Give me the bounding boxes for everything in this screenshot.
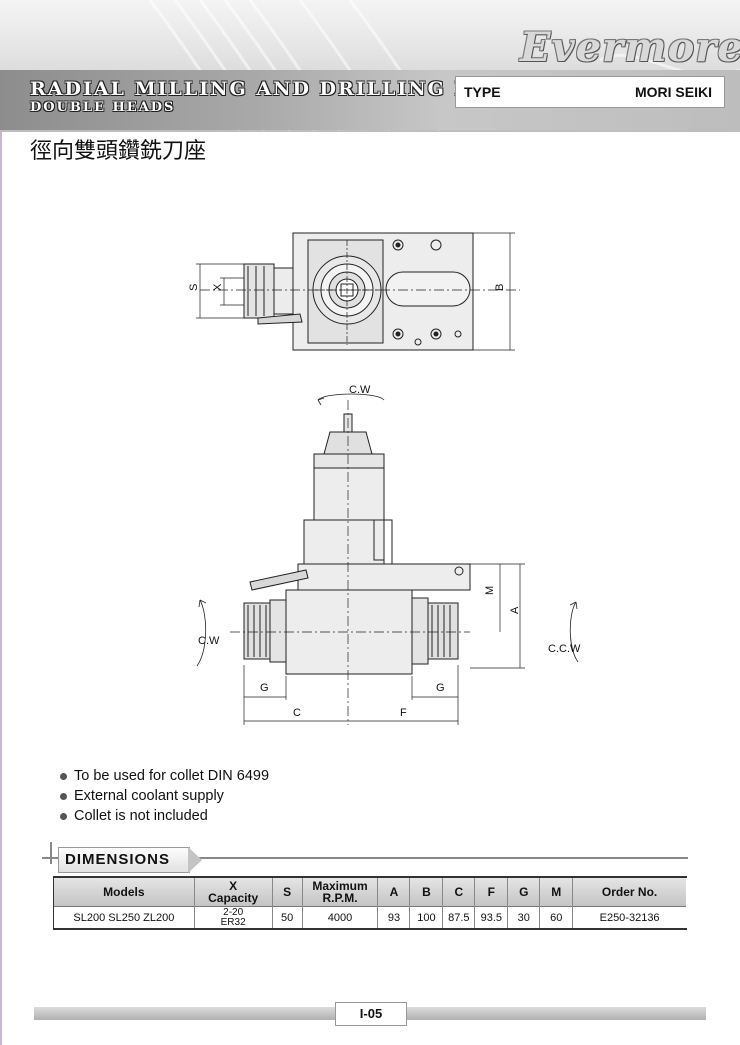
bullet-icon — [60, 813, 67, 820]
type-value: MORI SEIKI — [634, 84, 712, 100]
dimensions-heading: DIMENSIONS — [58, 847, 190, 873]
feature-text: External coolant supply — [74, 788, 224, 804]
cell-c: 87.5 — [442, 906, 475, 929]
cell-x-top: 2-20 — [223, 906, 244, 918]
label-cw-top: C.W — [349, 384, 371, 396]
cell-s: 50 — [271, 906, 303, 929]
dim-b: B — [494, 284, 506, 291]
cell-rpm: 4000 — [301, 906, 378, 929]
dim-c: C — [293, 707, 301, 719]
cell-m: 60 — [539, 906, 573, 929]
top-collet-nut — [243, 263, 275, 319]
bullet-icon — [60, 773, 67, 780]
col-a: A — [377, 877, 410, 907]
col-c: C — [442, 877, 475, 907]
collet-nut-right — [427, 602, 459, 660]
section-rule — [42, 857, 688, 859]
cell-models: SL200 SL250 ZL200 — [53, 906, 195, 929]
col-order: Order No. — [572, 877, 687, 907]
page-number-box: I-05 — [335, 1002, 407, 1026]
front-mount-flange — [297, 563, 471, 591]
dimensions-heading-text: DIMENSIONS — [65, 851, 171, 868]
heading-arrow — [188, 847, 202, 873]
feature-text: To be used for collet DIN 6499 — [74, 768, 270, 784]
feature-item: External coolant supply — [60, 786, 269, 806]
front-view — [196, 393, 579, 725]
dim-m: M — [484, 586, 496, 595]
cell-x-bottom: ER32 — [220, 916, 246, 928]
col-x-bottom: Capacity — [208, 891, 259, 905]
cell-order: E250-32136 — [572, 906, 687, 929]
bullet-icon — [60, 793, 67, 800]
cell-a: 93 — [377, 906, 410, 929]
dim-g-right: G — [436, 682, 445, 694]
col-m: M — [539, 877, 573, 907]
label-ccw-right: C.C.W — [548, 643, 581, 655]
dim-f: F — [400, 707, 407, 719]
col-f: F — [474, 877, 508, 907]
col-x-top: X — [229, 879, 238, 893]
brand-logo: Evermore — [520, 24, 740, 71]
dim-s-top: S — [188, 284, 200, 291]
dim-a: A — [509, 606, 521, 614]
col-models: Models — [53, 877, 195, 907]
dim-g-left: G — [260, 682, 269, 694]
page-border — [0, 0, 2, 1045]
cell-f: 93.5 — [474, 906, 508, 929]
feature-item: Collet is not included — [60, 806, 269, 826]
col-s: S — [271, 877, 303, 907]
col-rpm-top: Maximum — [312, 879, 368, 893]
dim-x: X — [212, 283, 224, 291]
top-view — [196, 232, 520, 351]
type-label: TYPE — [464, 84, 501, 100]
chinese-title: 徑向雙頭鑽銑刀座 — [30, 139, 207, 164]
feature-item: To be used for collet DIN 6499 — [60, 766, 269, 786]
top-slot — [385, 271, 471, 307]
page-number: I-05 — [359, 1006, 383, 1021]
page-subtitle: DOUBLE HEADS — [30, 100, 176, 115]
feature-text: Collet is not included — [74, 808, 208, 824]
col-rpm-bottom: R.P.M. — [322, 891, 358, 905]
cell-b: 100 — [409, 906, 443, 929]
type-box: TYPE MORI SEIKI — [455, 76, 725, 108]
technical-drawing: S X B C.W C.W C.C.W M A — [188, 232, 581, 725]
col-b: B — [409, 877, 443, 907]
feature-list: To be used for collet DIN 6499 External … — [60, 766, 269, 826]
page-title: RADIAL MILLING AND DRILLING HEAD — [30, 78, 527, 100]
section-tick — [50, 842, 52, 864]
cell-g: 30 — [507, 906, 540, 929]
col-g: G — [507, 877, 540, 907]
label-cw-left: C.W — [198, 635, 220, 647]
